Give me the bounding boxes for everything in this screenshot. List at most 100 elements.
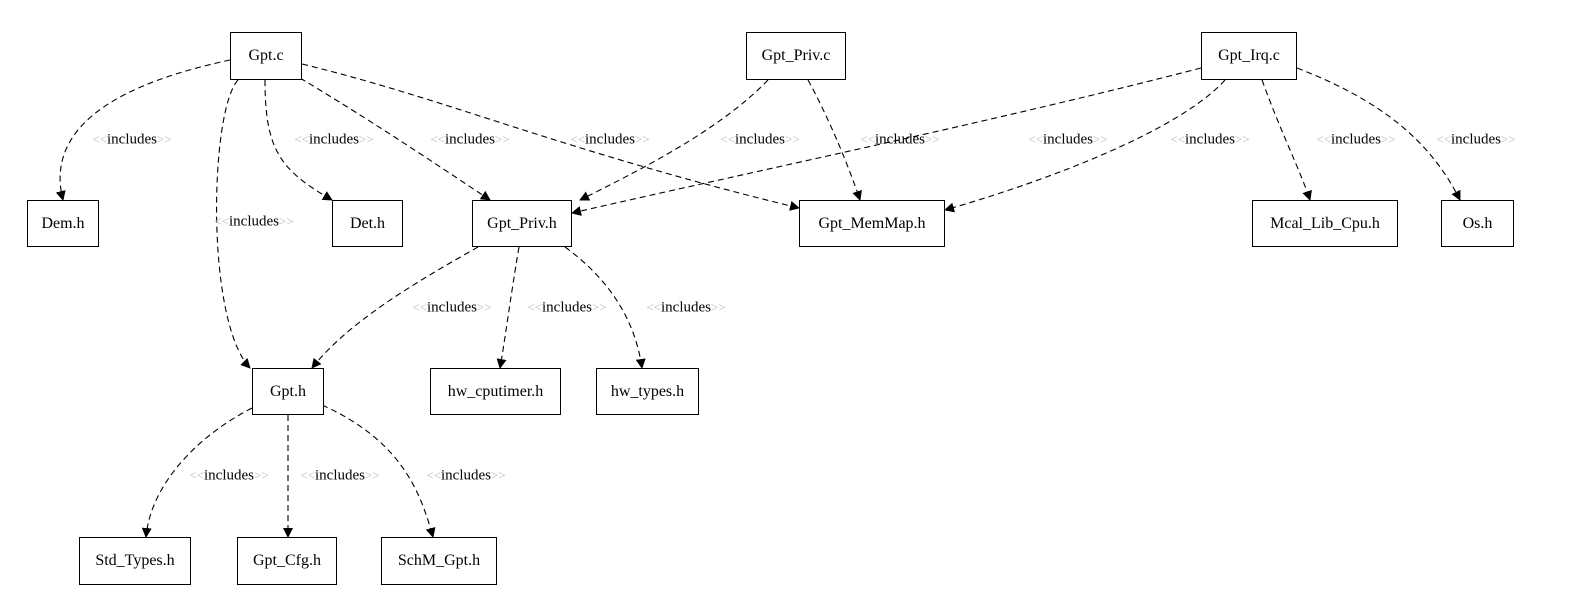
stereotype-text: includes — [1331, 131, 1381, 148]
stereotype-close-guillemets: >> — [495, 131, 510, 147]
edge-gpt_h-to-std_types_h — [141, 407, 253, 538]
edge-label-gpt_priv_h-to-hw_types_h: <<includes>> — [646, 299, 726, 316]
stereotype-open-guillemets: << — [646, 299, 661, 315]
file-node-gpt-priv-c[interactable]: Gpt_Priv.c — [746, 32, 846, 80]
edge-gpt_h-to-schm_gpt_h — [321, 404, 436, 538]
stereotype-text: includes — [875, 131, 925, 148]
stereotype-open-guillemets: << — [92, 131, 107, 147]
stereotype-close-guillemets: >> — [365, 467, 380, 483]
file-node-schm-gpt-h[interactable]: SchM_Gpt.h — [381, 537, 497, 585]
file-node-gpt-h[interactable]: Gpt.h — [252, 368, 324, 415]
stereotype-text: includes — [315, 467, 365, 484]
edge-label-gpt_h-to-std_types_h: <<includes>> — [189, 467, 269, 484]
edge-gpt_c-to-dem_h — [55, 59, 231, 201]
stereotype-open-guillemets: << — [426, 467, 441, 483]
file-node-hw-types-h[interactable]: hw_types.h — [596, 368, 699, 415]
stereotype-close-guillemets: >> — [279, 213, 294, 229]
edge-label-gpt_priv_h-to-hw_cputimer_h: <<includes>> — [527, 299, 607, 316]
stereotype-open-guillemets: << — [570, 131, 585, 147]
stereotype-close-guillemets: >> — [157, 131, 172, 147]
file-node-mcal-lib-cpu-h[interactable]: Mcal_Lib_Cpu.h — [1252, 200, 1398, 247]
edge-label-gpt_c-to-gpt_h: <<includes>> — [214, 213, 294, 230]
file-node-os-h[interactable]: Os.h — [1441, 200, 1514, 247]
stereotype-open-guillemets: << — [1316, 131, 1331, 147]
edge-gpt_c-to-gpt_priv_h — [299, 77, 491, 201]
stereotype-open-guillemets: << — [860, 131, 875, 147]
stereotype-text: includes — [204, 467, 254, 484]
file-node-dem-h[interactable]: Dem.h — [27, 200, 99, 247]
edge-label-gpt_irq_c-to-mcal_lib_cpu_h: <<includes>> — [1316, 131, 1396, 148]
stereotype-close-guillemets: >> — [477, 299, 492, 315]
edge-label-gpt_irq_c-to-gpt_memmap_h: <<includes>> — [1170, 131, 1250, 148]
edge-gpt_c-to-gpt_h — [216, 79, 251, 369]
file-node-det-h[interactable]: Det.h — [332, 200, 403, 247]
stereotype-close-guillemets: >> — [925, 131, 940, 147]
edge-gpt_c-to-det_h — [264, 79, 333, 201]
edge-gpt_c-to-gpt_memmap_h — [301, 63, 800, 211]
stereotype-open-guillemets: << — [1028, 131, 1043, 147]
file-node-gpt-memmap-h[interactable]: Gpt_MemMap.h — [799, 200, 945, 247]
file-node-std-types-h[interactable]: Std_Types.h — [79, 537, 191, 585]
stereotype-close-guillemets: >> — [1501, 131, 1516, 147]
stereotype-text: includes — [1043, 131, 1093, 148]
file-node-gpt-priv-h[interactable]: Gpt_Priv.h — [472, 200, 572, 247]
edge-gpt_priv_h-to-hw_types_h — [564, 246, 646, 369]
stereotype-text: includes — [1451, 131, 1501, 148]
stereotype-open-guillemets: << — [527, 299, 542, 315]
stereotype-text: includes — [309, 131, 359, 148]
stereotype-open-guillemets: << — [214, 213, 229, 229]
stereotype-text: includes — [107, 131, 157, 148]
stereotype-text: includes — [735, 131, 785, 148]
file-node-hw-cputimer-h[interactable]: hw_cputimer.h — [430, 368, 561, 415]
stereotype-open-guillemets: << — [1170, 131, 1185, 147]
stereotype-text: includes — [661, 299, 711, 316]
edge-label-gpt_priv_c-to-gpt_priv_h: <<includes>> — [720, 131, 800, 148]
file-node-gpt-irq-c[interactable]: Gpt_Irq.c — [1201, 32, 1297, 80]
edge-label-gpt_irq_c-to-os_h: <<includes>> — [1436, 131, 1516, 148]
stereotype-close-guillemets: >> — [1093, 131, 1108, 147]
edge-gpt_irq_c-to-mcal_lib_cpu_h — [1261, 79, 1312, 201]
edge-gpt_irq_c-to-os_h — [1296, 67, 1461, 201]
edge-gpt_priv_h-to-hw_cputimer_h — [496, 246, 520, 369]
stereotype-text: includes — [542, 299, 592, 316]
edge-label-gpt_irq_c-to-gpt_priv_h: <<includes>> — [1028, 131, 1108, 148]
stereotype-open-guillemets: << — [294, 131, 309, 147]
stereotype-close-guillemets: >> — [1235, 131, 1250, 147]
edge-label-gpt_h-to-schm_gpt_h: <<includes>> — [426, 467, 506, 484]
edge-label-gpt_c-to-gpt_memmap_h: <<includes>> — [570, 131, 650, 148]
stereotype-close-guillemets: >> — [254, 467, 269, 483]
edge-gpt_priv_h-to-gpt_h — [311, 246, 479, 369]
stereotype-close-guillemets: >> — [635, 131, 650, 147]
stereotype-text: includes — [229, 213, 279, 230]
stereotype-close-guillemets: >> — [491, 467, 506, 483]
stereotype-text: includes — [427, 299, 477, 316]
stereotype-text: includes — [441, 467, 491, 484]
stereotype-open-guillemets: << — [189, 467, 204, 483]
edge-gpt_priv_c-to-gpt_priv_h — [579, 79, 769, 201]
edge-gpt_irq_c-to-gpt_priv_h — [571, 67, 1202, 216]
stereotype-open-guillemets: << — [1436, 131, 1451, 147]
stereotype-close-guillemets: >> — [359, 131, 374, 147]
edge-label-gpt_c-to-det_h: <<includes>> — [294, 131, 374, 148]
stereotype-close-guillemets: >> — [711, 299, 726, 315]
file-node-gpt-c[interactable]: Gpt.c — [230, 32, 302, 80]
stereotype-open-guillemets: << — [412, 299, 427, 315]
stereotype-close-guillemets: >> — [592, 299, 607, 315]
stereotype-open-guillemets: << — [720, 131, 735, 147]
file-node-gpt-cfg-h[interactable]: Gpt_Cfg.h — [237, 537, 337, 585]
stereotype-text: includes — [585, 131, 635, 148]
edge-label-gpt_priv_c-to-gpt_memmap_h: <<includes>> — [860, 131, 940, 148]
edge-label-gpt_c-to-gpt_priv_h: <<includes>> — [430, 131, 510, 148]
edge-label-gpt_c-to-dem_h: <<includes>> — [92, 131, 172, 148]
stereotype-text: includes — [445, 131, 495, 148]
stereotype-open-guillemets: << — [430, 131, 445, 147]
edge-label-gpt_priv_h-to-gpt_h: <<includes>> — [412, 299, 492, 316]
stereotype-open-guillemets: << — [300, 467, 315, 483]
stereotype-close-guillemets: >> — [1381, 131, 1396, 147]
edge-gpt_priv_c-to-gpt_memmap_h — [807, 79, 862, 201]
edge-label-gpt_h-to-gpt_cfg_h: <<includes>> — [300, 467, 380, 484]
stereotype-close-guillemets: >> — [785, 131, 800, 147]
stereotype-text: includes — [1185, 131, 1235, 148]
